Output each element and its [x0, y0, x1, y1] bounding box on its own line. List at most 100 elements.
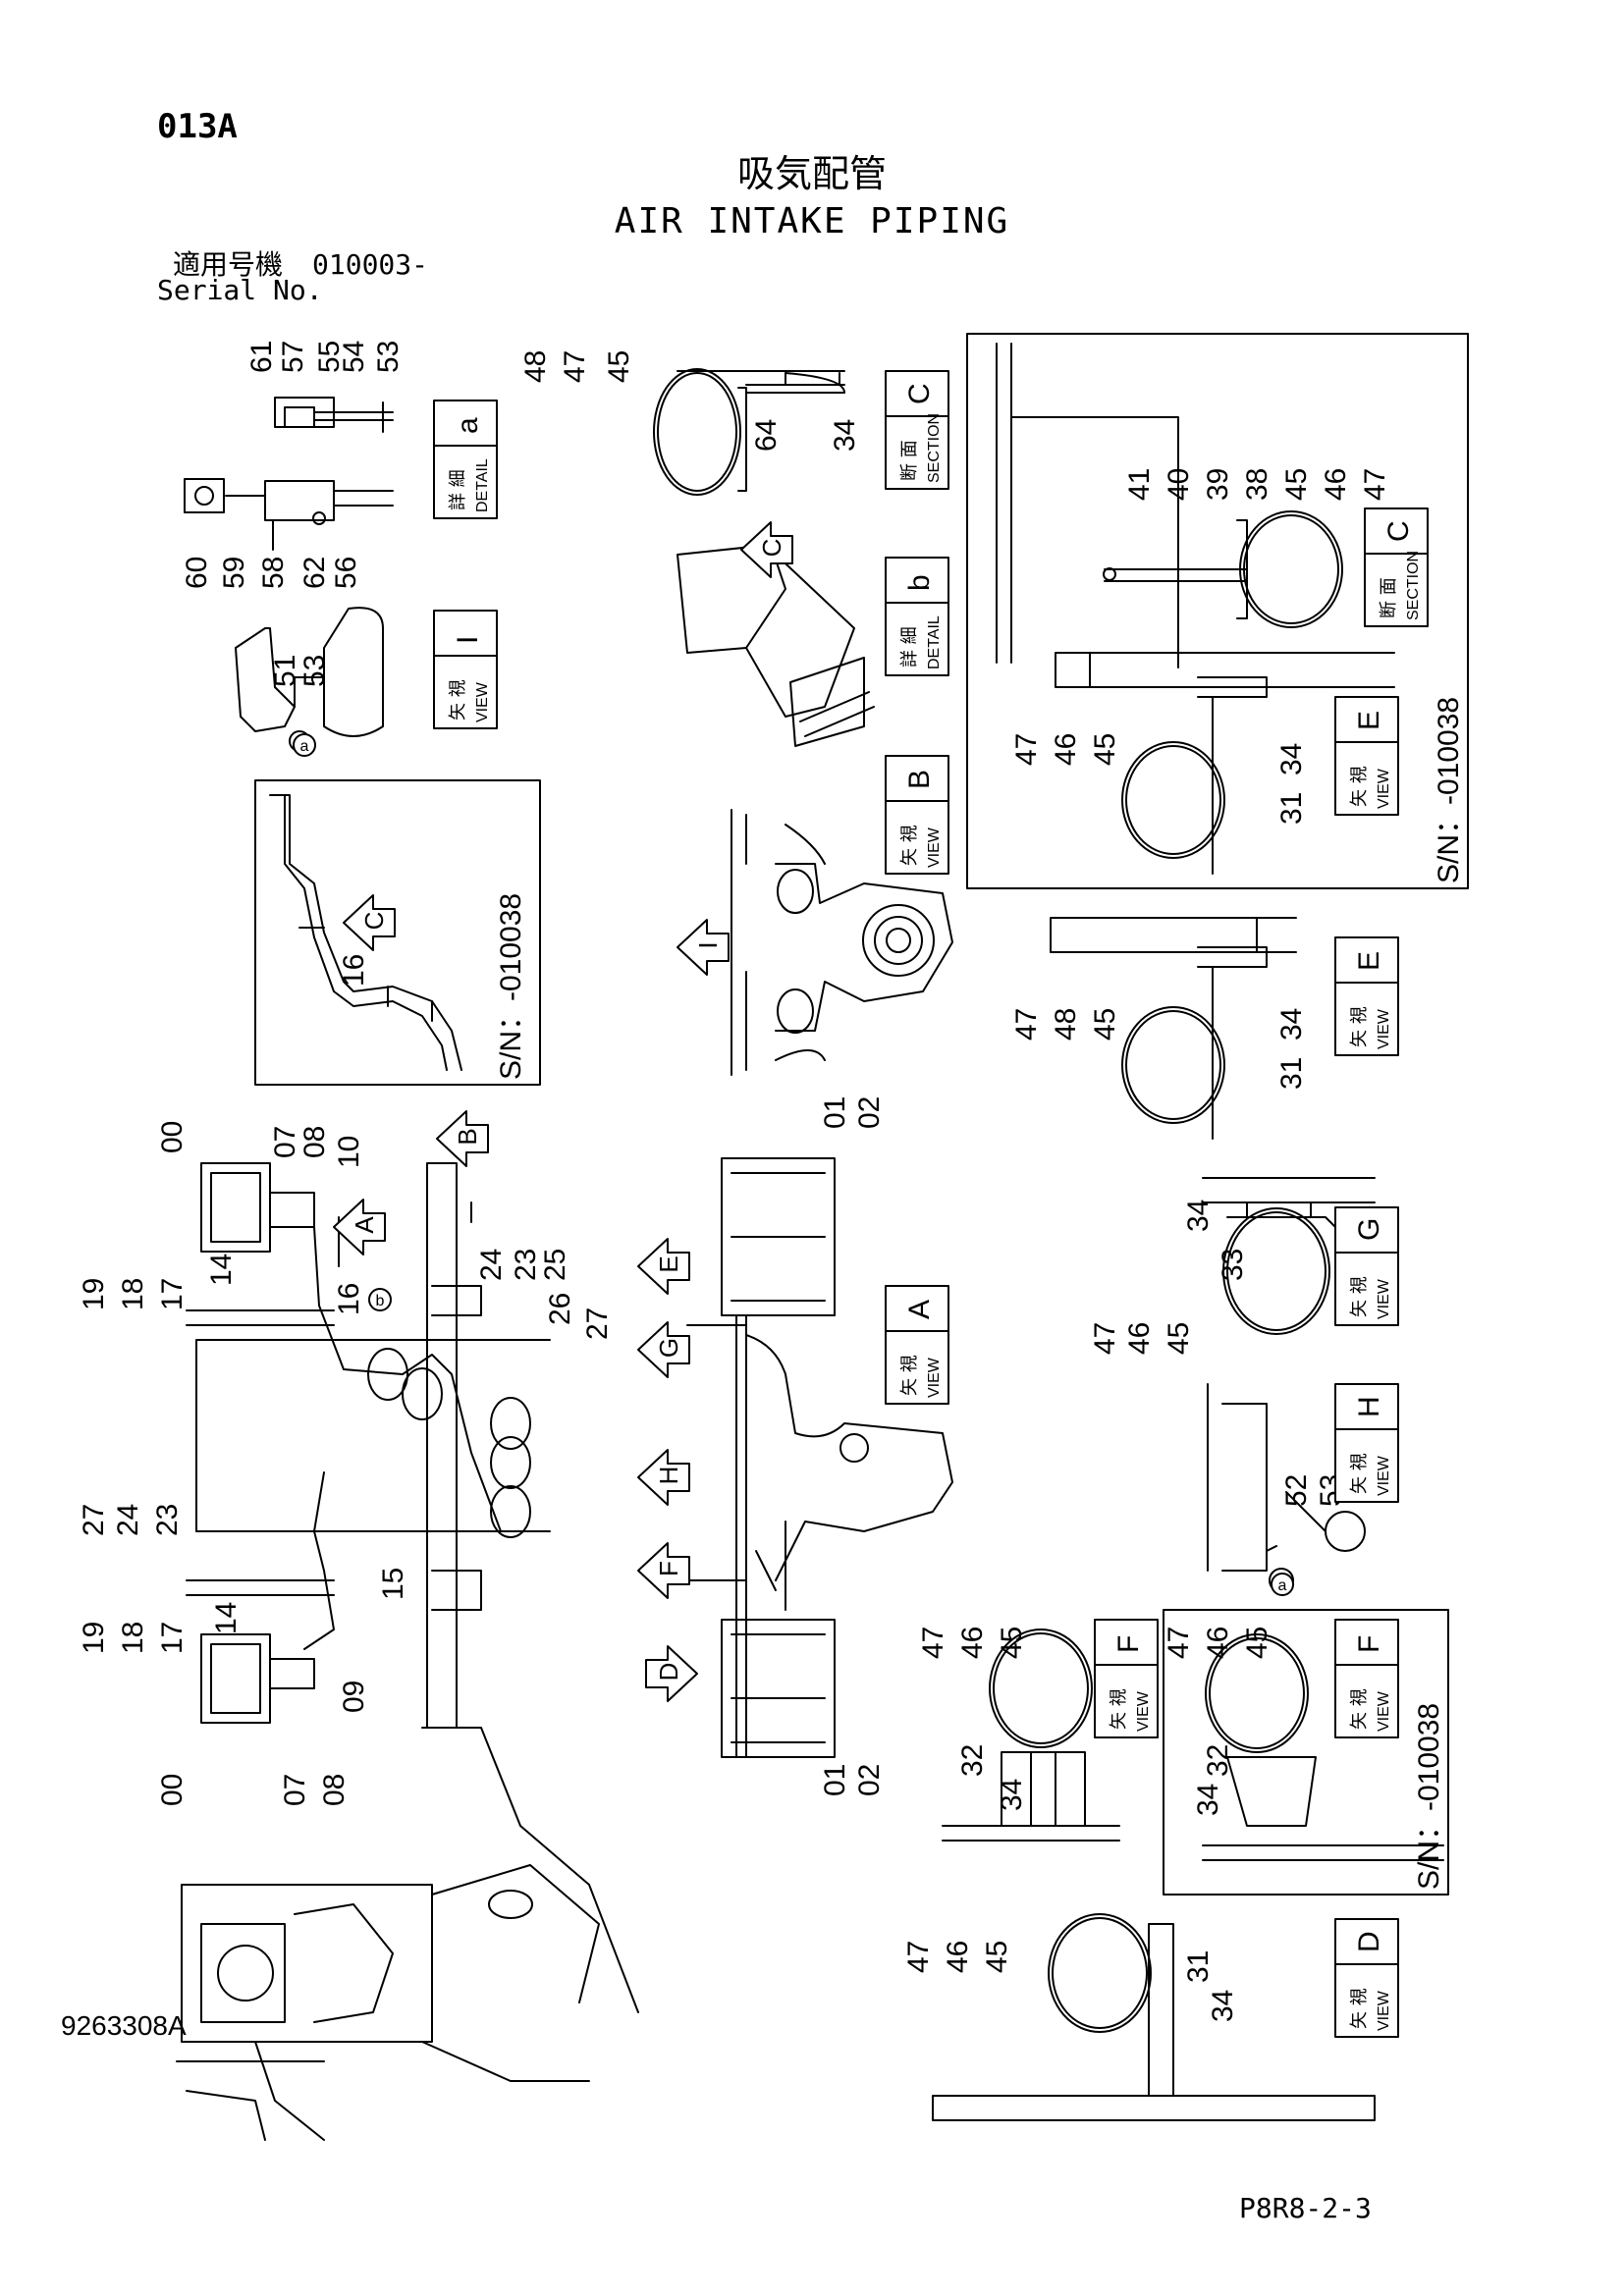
callout-number: 52	[1280, 1474, 1313, 1507]
view-label-english: DETAIL	[474, 458, 491, 512]
section-c-upper-drawing	[653, 368, 845, 496]
callout-number: 00	[156, 1121, 189, 1153]
callout-number: 14	[205, 1254, 238, 1286]
view-label-japanese: 矢 視	[1349, 1006, 1370, 1047]
callout-number: 02	[853, 1096, 886, 1129]
callout-number: 24	[475, 1249, 508, 1281]
callout-number: 38	[1241, 468, 1273, 501]
view-arrow: E	[637, 1238, 690, 1295]
view-arrow: I	[677, 919, 730, 976]
view-label-letter: A	[903, 1300, 936, 1319]
view-label-english: VIEW	[1135, 1690, 1152, 1732]
view-arrow-letter: G	[654, 1338, 683, 1358]
callout-number: 16	[333, 1283, 365, 1315]
view-label-english: VIEW	[1376, 1278, 1392, 1319]
view-label-english: VIEW	[1376, 1008, 1392, 1049]
view-label-english: VIEW	[926, 827, 943, 868]
view-label-japanese: 断 面	[899, 440, 920, 481]
title-english: AIR INTAKE PIPING	[614, 201, 1010, 241]
view-arrow-shape	[637, 1321, 690, 1378]
callout-number: 09	[338, 1681, 370, 1713]
callout-number: 57	[277, 341, 309, 373]
view-arrow: F	[637, 1542, 690, 1599]
small-mark-layer: aab	[293, 733, 1294, 1596]
callout-number: 47	[1089, 1322, 1121, 1355]
view-label-frame	[885, 557, 949, 676]
callout-number: 45	[996, 1627, 1028, 1659]
serial-note: S/N：-010038	[495, 893, 527, 1080]
callout-number: 08	[318, 1774, 351, 1806]
callout-number: 31	[1182, 1950, 1215, 1983]
view-label-japanese: 詳 細	[448, 469, 468, 510]
serial-note: S/N：-010038	[1413, 1703, 1445, 1890]
view-label-letter: C	[903, 383, 936, 404]
callout-number: 47	[1163, 1627, 1195, 1659]
plan-view-drawing	[186, 1162, 551, 1729]
callout-number: 25	[539, 1249, 571, 1281]
drawing-number: 9263308A	[61, 2010, 187, 2041]
serial-label-english: Serial No.	[157, 274, 323, 306]
callout-number: 15	[377, 1568, 409, 1600]
callout-number: 48	[519, 350, 552, 383]
callout-number: 17	[156, 1278, 189, 1310]
view-label-japanese: 矢 視	[1349, 1688, 1370, 1730]
view-label-japanese: 断 面	[1379, 577, 1399, 618]
callout-number: 01	[819, 1764, 851, 1796]
view-label-english: VIEW	[1376, 1690, 1392, 1732]
small-mark-circle	[368, 1288, 392, 1311]
callout-number: 51	[269, 655, 301, 687]
view-label-letter: C	[1382, 520, 1415, 542]
page-number: P8R8-2-3	[1239, 2192, 1372, 2224]
callout-number: 53	[298, 655, 331, 687]
view-arrow-letter: D	[654, 1663, 683, 1682]
callout-number: 56	[330, 557, 362, 589]
view-label-japanese: 矢 視	[1109, 1688, 1129, 1730]
callout-number: 58	[257, 557, 290, 589]
callout-number: 46	[942, 1941, 974, 1973]
view-arrow: A	[333, 1199, 386, 1255]
view-a-drawing	[686, 1157, 953, 1758]
boxed-inset-view-f	[1163, 1609, 1449, 1896]
callout-number: 59	[218, 557, 250, 589]
view-label-japanese: 矢 視	[1349, 1276, 1370, 1317]
view-arrow-shape	[333, 1199, 386, 1255]
callout-number: 47	[559, 350, 591, 383]
callout-number: 46	[956, 1627, 989, 1659]
view-label-japanese: 矢 視	[899, 1355, 920, 1396]
serial-value: 010003-	[312, 248, 429, 281]
small-mark-circle	[293, 733, 316, 757]
view-label-frame	[1334, 1619, 1399, 1738]
view-arrow-letter: C	[359, 912, 389, 931]
view-label-japanese: 矢 視	[1349, 1988, 1370, 2029]
view-label-english: VIEW	[1376, 768, 1392, 809]
callout-number: 34	[1207, 1990, 1239, 2022]
callout-number: 45	[1163, 1322, 1195, 1355]
callout-number: 18	[117, 1278, 149, 1310]
callout-number: 23	[510, 1249, 542, 1281]
view-arrow-shape	[637, 1238, 690, 1295]
callout-number: 02	[853, 1764, 886, 1796]
detail-b-drawing	[677, 544, 875, 747]
view-label-letter: H	[1353, 1396, 1385, 1417]
view-label-english: VIEW	[1376, 1455, 1392, 1496]
view-arrow: C	[343, 894, 396, 951]
small-mark-letter: b	[376, 1293, 385, 1309]
view-label-japanese: 詳 細	[899, 626, 920, 667]
small-mark-circle	[1271, 1573, 1294, 1596]
view-label-japanese: 矢 視	[899, 825, 920, 866]
view-arrow-letter: F	[654, 1561, 683, 1576]
callout-number: 27	[581, 1308, 614, 1340]
callout-number: 47	[1010, 733, 1043, 766]
callout-number: 47	[1010, 1008, 1043, 1041]
